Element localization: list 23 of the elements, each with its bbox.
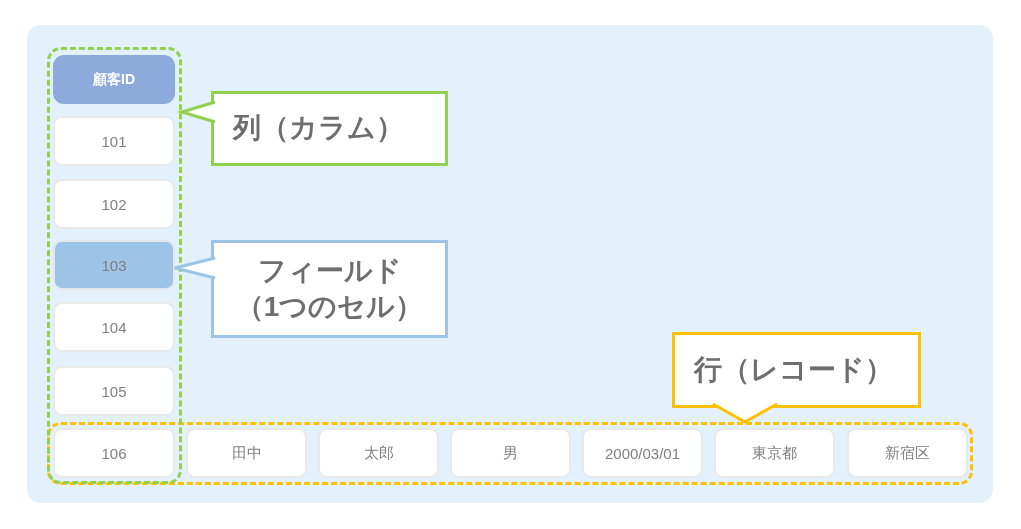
callout-pointer <box>173 256 217 280</box>
table-cell: 東京都 <box>714 428 835 478</box>
callout-text: フィールド（1つのセル） <box>234 253 425 324</box>
highlighted-cell: 103 <box>53 240 175 290</box>
table-cell: 新宿区 <box>847 428 968 478</box>
table-cell: 太郎 <box>318 428 439 478</box>
callout-pointer <box>711 402 779 424</box>
callout-box <box>211 240 448 338</box>
header-cell: 顧客ID <box>53 55 175 104</box>
table-cell: 104 <box>53 302 175 352</box>
column-outline <box>47 47 182 484</box>
table-cell: 田中 <box>186 428 307 478</box>
table-cell: 男 <box>450 428 571 478</box>
callout-text: 列（カラム） <box>233 111 404 146</box>
table-cell: 102 <box>53 179 175 229</box>
callout-text: 行（レコード） <box>694 352 893 387</box>
callout-box <box>211 91 448 166</box>
callout-pointer <box>180 100 217 124</box>
table-cell: 101 <box>53 116 175 166</box>
table-cell: 106 <box>53 428 175 478</box>
table-cell: 105 <box>53 366 175 416</box>
table-cell: 2000/03/01 <box>582 428 703 478</box>
callout-box <box>672 332 921 408</box>
